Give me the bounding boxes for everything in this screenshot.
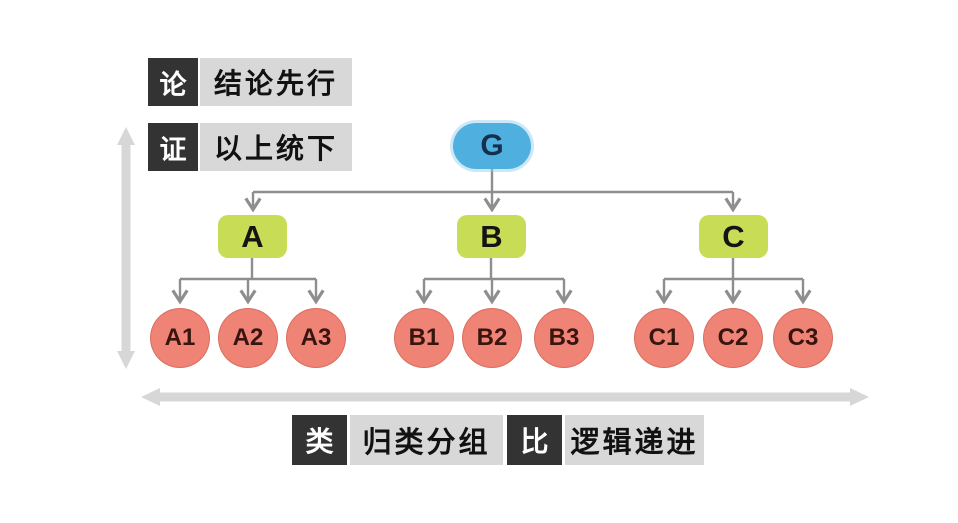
- leaf-node-c2: C2: [703, 308, 763, 368]
- branch-node-c: C: [699, 215, 768, 258]
- leaf-node-c1: C1: [634, 308, 694, 368]
- leaf-node-c3: C3: [773, 308, 833, 368]
- principle-support: 证 以上统下: [148, 123, 352, 171]
- principle-conclusion-key: 论: [148, 58, 198, 106]
- leaf-node-a2: A2: [218, 308, 278, 368]
- vertical-axis-arrow-icon: [117, 127, 135, 369]
- branch-node-b: B: [457, 215, 526, 258]
- leaf-node-b3: B3: [534, 308, 594, 368]
- leaf-node-b2: B2: [462, 308, 522, 368]
- principle-progression: 比 逻辑递进: [507, 415, 704, 465]
- horizontal-axis-arrow-icon: [141, 388, 869, 406]
- principle-conclusion-desc: 结论先行: [200, 58, 352, 106]
- principle-progression-desc: 逻辑递进: [565, 415, 704, 465]
- principle-grouping-desc: 归类分组: [350, 415, 503, 465]
- principle-grouping-key: 类: [292, 415, 347, 465]
- branch-node-a: A: [218, 215, 287, 258]
- principle-progression-key: 比: [507, 415, 562, 465]
- principle-conclusion: 论 结论先行: [148, 58, 352, 106]
- principle-grouping: 类 归类分组: [292, 415, 503, 465]
- principle-support-key: 证: [148, 123, 198, 171]
- root-node-g: G: [453, 123, 531, 169]
- tree-connectors: [171, 169, 812, 305]
- leaf-node-a3: A3: [286, 308, 346, 368]
- leaf-node-a1: A1: [150, 308, 210, 368]
- principle-support-desc: 以上统下: [200, 123, 352, 171]
- leaf-node-b1: B1: [394, 308, 454, 368]
